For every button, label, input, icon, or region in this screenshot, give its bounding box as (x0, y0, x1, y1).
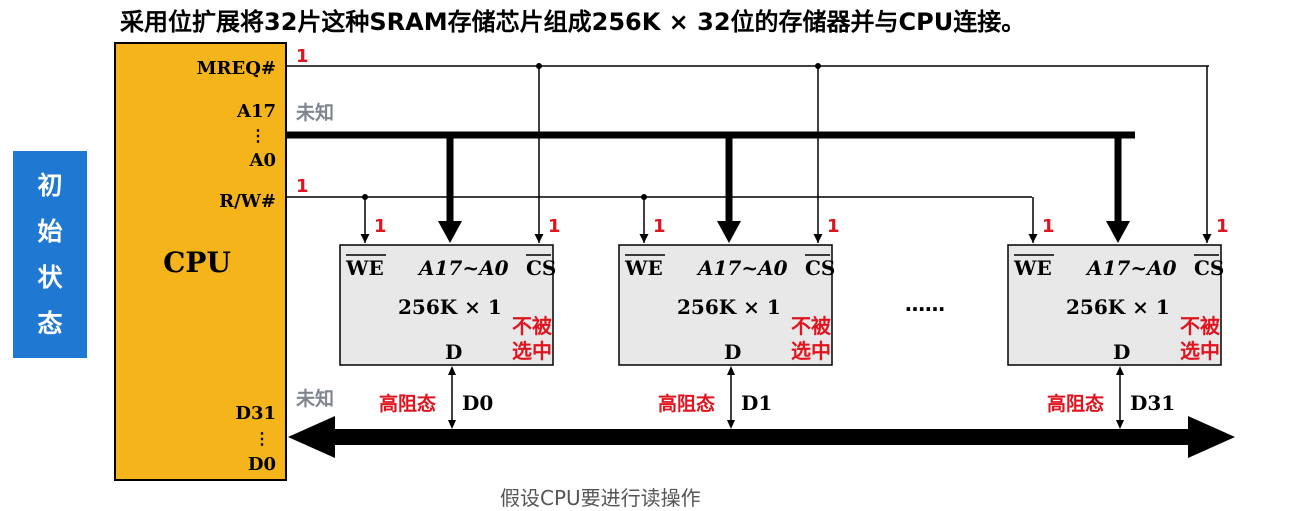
addr-arrowhead (1106, 221, 1130, 243)
pin-rw: R/W# (219, 191, 276, 212)
pin-dots-data: ⋮ (254, 429, 270, 448)
pin-mreq: MREQ# (197, 58, 276, 79)
chip-addr-label: A17~A0 (417, 256, 509, 280)
rw-junction (362, 194, 368, 200)
chip-status-line1: 不被 (791, 314, 832, 338)
data-up-arrow (727, 366, 735, 375)
chip-addr-label: A17~A0 (1085, 256, 1177, 280)
we-value: 1 (653, 216, 666, 237)
mreq-junction (815, 63, 821, 69)
mreq-junction (536, 63, 542, 69)
chip-box (618, 244, 833, 366)
we-value: 1 (1042, 216, 1055, 237)
addr-arrowhead (438, 221, 462, 243)
chip-size-label: 256K × 1 (1066, 295, 1170, 319)
data-up-arrow (1116, 366, 1124, 375)
chip-status-line1: 不被 (512, 314, 553, 338)
state-char-4: 态 (37, 308, 63, 338)
pin-d0: D0 (248, 454, 276, 475)
chip-cs-label: CS (526, 256, 556, 280)
chip-addr-label: A17~A0 (696, 256, 788, 280)
chip-d-label: D (1113, 340, 1130, 364)
data-line-label: D0 (462, 391, 493, 415)
chip-ellipsis: …… (905, 292, 945, 316)
data-down-arrow (727, 420, 735, 429)
rw-value: 1 (296, 176, 309, 197)
pin-a17: A17 (236, 101, 276, 122)
page-title: 采用位扩展将32片这种SRAM存储芯片组成256K × 32位的存储器并与CPU… (120, 8, 1026, 36)
chip-d-label: D (445, 340, 462, 364)
addr-state: 未知 (295, 101, 334, 124)
chip-status-line2: 选中 (1180, 339, 1220, 363)
output-state: 高阻态 (1047, 392, 1104, 415)
chip-box (339, 244, 554, 366)
cs-value: 1 (827, 216, 840, 237)
pin-a0: A0 (249, 150, 277, 171)
data-line-label: D1 (741, 391, 772, 415)
chip-cs-label: CS (1194, 256, 1224, 280)
data-bus (288, 416, 1235, 458)
chip-status-line1: 不被 (1180, 314, 1221, 338)
state-char-1: 初 (37, 171, 63, 201)
addr-arrowhead (717, 221, 741, 243)
state-char-2: 始 (37, 217, 63, 247)
data-down-arrow (1116, 420, 1124, 429)
we-value: 1 (374, 216, 387, 237)
chip-d-label: D (724, 340, 741, 364)
data-up-arrow (448, 366, 456, 375)
chip-size-label: 256K × 1 (398, 295, 502, 319)
rw-junction (641, 194, 647, 200)
diagram-stage: 采用位扩展将32片这种SRAM存储芯片组成256K × 32位的存储器并与CPU… (13, 8, 1235, 510)
output-state: 高阻态 (379, 392, 436, 415)
pin-dots-addr: ⋮ (250, 126, 266, 145)
data-down-arrow (448, 420, 456, 429)
chip-status-line2: 选中 (791, 339, 831, 363)
caption: 假设CPU要进行读操作 (500, 486, 701, 510)
pin-d31: D31 (235, 403, 276, 424)
chip-status-line2: 选中 (512, 339, 552, 363)
chip-we-label: WE (345, 256, 384, 280)
chip-cs-label: CS (805, 256, 835, 280)
chip-size-label: 256K × 1 (677, 295, 781, 319)
chip-we-label: WE (1013, 256, 1052, 280)
chip-we-label: WE (624, 256, 663, 280)
cpu-label: CPU (163, 246, 231, 279)
state-label: 初 始 状 态 (13, 151, 87, 358)
data-line-label: D31 (1130, 391, 1175, 415)
chip-box (1007, 244, 1222, 366)
cs-value: 1 (1216, 216, 1229, 237)
output-state: 高阻态 (658, 392, 715, 415)
cs-value: 1 (548, 216, 561, 237)
memory-connection-diagram: CPU MREQ# A17 ⋮ A0 R/W# D31 ⋮ D0 1 1 未知 … (114, 42, 1235, 481)
mreq-value: 1 (296, 46, 309, 67)
cpu-box (114, 42, 287, 481)
data-state: 未知 (295, 387, 334, 410)
state-char-3: 状 (37, 262, 63, 292)
